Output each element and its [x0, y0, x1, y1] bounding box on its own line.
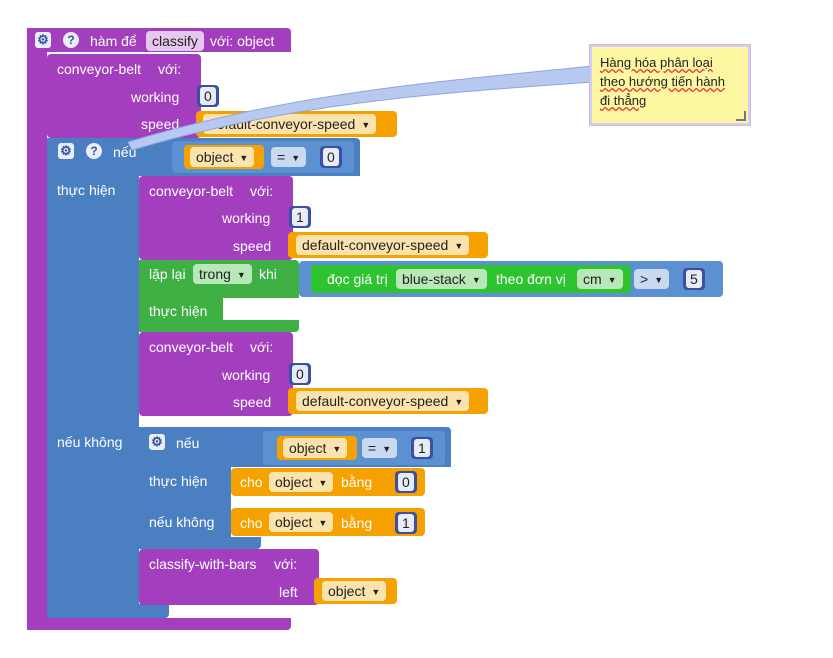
loop-do-label: thực hiện [149, 303, 208, 319]
loop-when-label: khi [259, 266, 277, 282]
set2-number[interactable]: 1 [395, 512, 417, 534]
call4-arg1-label: left [279, 584, 298, 600]
if2-number[interactable]: 1 [411, 437, 433, 459]
unit-dropdown[interactable]: cm▼ [577, 269, 623, 289]
if2-then-label: thực hiện [149, 473, 208, 489]
if1-then-label: thực hiện [57, 182, 116, 198]
if2-var-dropdown[interactable]: object▼ [283, 438, 348, 458]
dropdown-arrow-icon: ▼ [236, 270, 246, 280]
loop-number[interactable]: 5 [683, 268, 705, 290]
if1-label: nếu [113, 144, 137, 160]
comment-bubble[interactable]: Hàng hóa phân loại theo hướng tiến hành … [590, 45, 750, 125]
gear-icon[interactable]: ⚙ [35, 32, 51, 48]
call3-name: conveyor-belt [149, 339, 234, 355]
if1-else-label: nếu không [57, 434, 123, 450]
call3-with: với: [250, 339, 274, 355]
dropdown-arrow-icon: ▼ [371, 587, 381, 597]
dropdown-arrow-icon: ▼ [361, 120, 371, 130]
gear-icon[interactable]: ⚙ [149, 434, 165, 450]
dropdown-arrow-icon: ▼ [454, 241, 464, 251]
comment-line-3: đi thẳng [600, 93, 647, 108]
procedure-name-field[interactable]: classify [146, 31, 204, 51]
procedure-prefix: hàm để [90, 33, 137, 49]
conveyor-belt-call-3[interactable] [139, 332, 293, 416]
set1-var-dropdown[interactable]: object▼ [269, 472, 334, 492]
call4-arg1-dropdown[interactable]: object▼ [322, 581, 387, 601]
resize-icon[interactable] [736, 111, 746, 121]
conveyor-belt-call-2[interactable] [139, 176, 293, 260]
if1-number[interactable]: 0 [320, 146, 342, 168]
set1-eq: bằng [341, 474, 373, 490]
if1-var-dropdown[interactable]: object▼ [190, 147, 255, 167]
call2-name: conveyor-belt [149, 183, 234, 199]
call2-arg2-label: speed [233, 238, 272, 254]
while-loop-footer [139, 320, 299, 332]
call2-with: với: [250, 183, 274, 199]
set2-prefix: cho [240, 515, 263, 531]
comment-line-1: Hàng hóa phân loại [600, 55, 713, 70]
call2-arg1-label: working [222, 210, 271, 226]
if2-label: nếu [176, 435, 200, 451]
call4-with: với: [274, 556, 298, 572]
procedure-footer [27, 618, 291, 630]
read-sensor-label: đọc giá trị [327, 271, 388, 287]
set2-var-dropdown[interactable]: object▼ [269, 512, 334, 532]
set2-eq: bằng [341, 515, 373, 531]
help-icon[interactable]: ? [86, 143, 102, 159]
if2-op-dropdown[interactable]: =▼ [362, 438, 398, 458]
call3-arg2-dropdown[interactable]: default-conveyor-speed▼ [296, 391, 470, 411]
if-block-2-footer [139, 537, 261, 549]
dropdown-arrow-icon: ▼ [291, 153, 301, 163]
procedure-params: với: object [210, 33, 275, 49]
call3-arg1-number[interactable]: 0 [289, 363, 311, 385]
call2-arg1-number[interactable]: 1 [289, 206, 311, 228]
dropdown-arrow-icon: ▼ [454, 397, 464, 407]
sensor-dropdown[interactable]: blue-stack▼ [396, 269, 487, 289]
unit-label: theo đơn vị [496, 271, 566, 287]
dropdown-arrow-icon: ▼ [318, 518, 328, 528]
call1-arg2-dropdown[interactable]: default-conveyor-speed▼ [203, 114, 377, 134]
gear-icon[interactable]: ⚙ [58, 143, 74, 159]
loop-op-dropdown[interactable]: >▼ [634, 269, 670, 289]
help-icon[interactable]: ? [63, 32, 79, 48]
call2-arg2-dropdown[interactable]: default-conveyor-speed▼ [296, 235, 470, 255]
call1-arg1-number[interactable]: 0 [197, 85, 219, 107]
set1-prefix: cho [240, 474, 263, 490]
call3-arg2-label: speed [233, 394, 272, 410]
call1-name: conveyor-belt [57, 61, 142, 77]
call1-with: với: [158, 61, 182, 77]
dropdown-arrow-icon: ▼ [607, 275, 617, 285]
dropdown-arrow-icon: ▼ [332, 444, 342, 454]
call3-arg1-label: working [222, 367, 271, 383]
procedure-body-left-bar [27, 28, 47, 630]
dropdown-arrow-icon: ▼ [239, 153, 249, 163]
dropdown-arrow-icon: ▼ [654, 275, 664, 285]
call4-name: classify-with-bars [149, 556, 257, 572]
loop-label: lặp lại [149, 266, 186, 282]
set1-number[interactable]: 0 [395, 471, 417, 493]
dropdown-arrow-icon: ▼ [471, 275, 481, 285]
dropdown-arrow-icon: ▼ [318, 478, 328, 488]
classify-with-bars-call[interactable] [139, 549, 319, 605]
loop-mode-dropdown[interactable]: trong▼ [193, 264, 252, 284]
call1-arg2-label: speed [141, 116, 180, 132]
if-block-1-left-bar [47, 138, 139, 618]
if2-else-label: nếu không [149, 514, 215, 530]
call1-arg1-label: working [131, 89, 180, 105]
dropdown-arrow-icon: ▼ [382, 444, 392, 454]
if1-op-dropdown[interactable]: =▼ [271, 147, 307, 167]
comment-line-2: theo hướng tiến hành [600, 74, 725, 89]
if-block-1-footer [47, 604, 169, 618]
